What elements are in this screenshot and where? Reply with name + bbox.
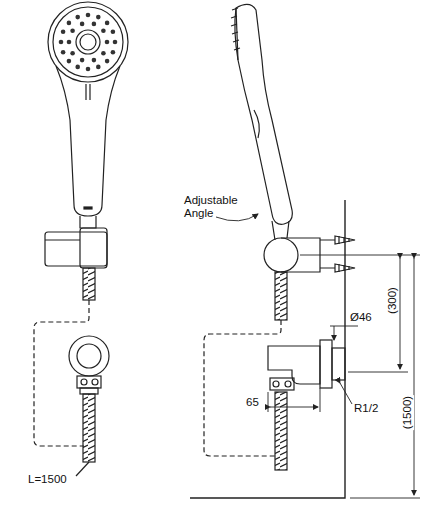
hand-shower-side [231,4,292,224]
wall-elbow-side [268,340,345,390]
hose-dashed [34,300,89,446]
holder-front [45,216,107,268]
note-label: Adjustable Angle [184,194,250,220]
wall-outlet-front [69,336,109,394]
dimension-lines [216,214,420,498]
dimension-label: Ø46 [350,311,372,324]
wall-line [190,200,345,498]
dimension-label: 65 [246,396,259,409]
hose-dashed [204,320,281,456]
holder-side [264,221,355,272]
dimension-label: (300) [385,286,398,315]
hose-length-label: L=1500 [28,473,67,486]
hand-shower-front [48,2,128,216]
dimension-label: (1500) [401,395,414,430]
spray-nozzles [59,13,118,72]
leader-line [76,462,89,476]
thread-label: R1/2 [354,402,378,415]
